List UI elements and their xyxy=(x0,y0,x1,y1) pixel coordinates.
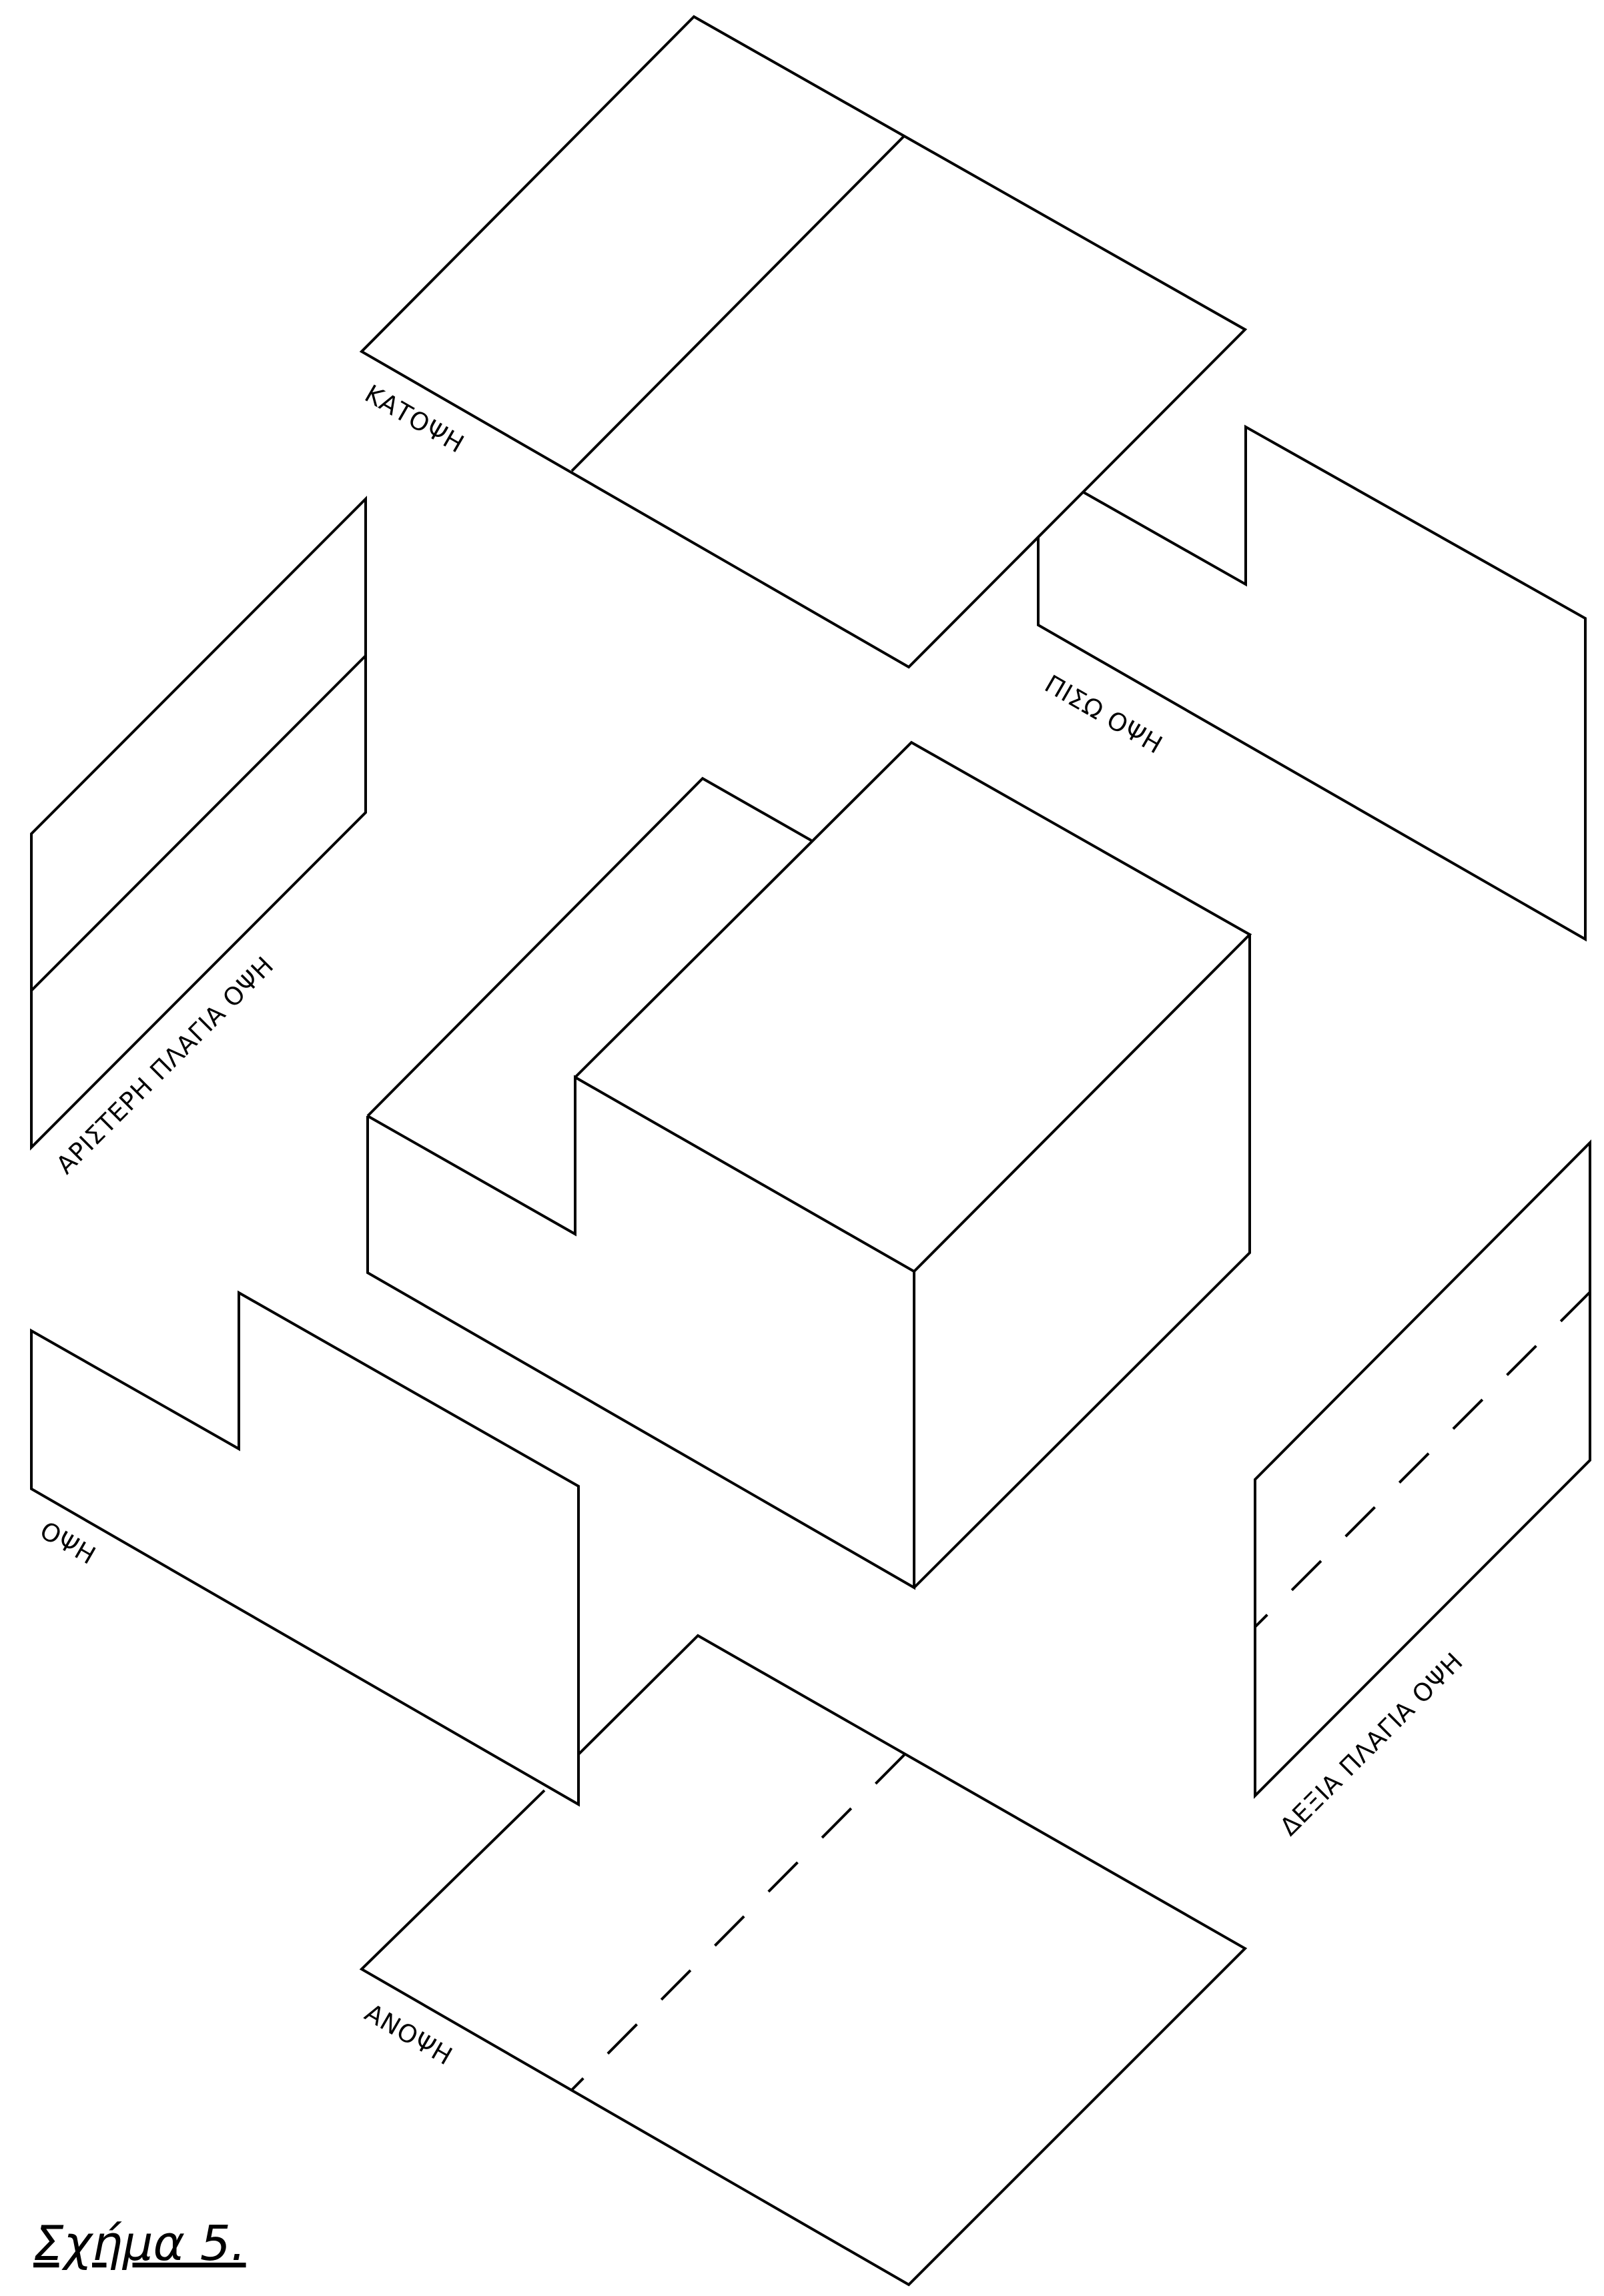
object-right-face xyxy=(913,935,1251,1589)
top-view-label: ΚΑΤΟΨΗ xyxy=(360,380,470,459)
bottom-view-outline xyxy=(359,1634,1248,2287)
left-side-view-outline xyxy=(30,496,367,1151)
back-view-outline xyxy=(1037,424,1587,942)
object-front-face xyxy=(366,1075,915,1590)
right-side-view-outline xyxy=(1254,1139,1591,1799)
figure-caption: Σχήμα 5. xyxy=(33,2215,246,2271)
right-side-view-label: ΔΕΞΙΑ ΠΛΑΓΙΑ ΟΨΗ xyxy=(1274,1647,1469,1841)
front-view-panel: ΟΨΗ xyxy=(30,1290,580,1807)
object-high-block-top xyxy=(574,740,1252,1273)
top-view-panel: ΚΑΤΟΨΗ xyxy=(359,15,1248,669)
right-side-view-panel: ΔΕΞΙΑ ΠΛΑΓΙΑ ΟΨΗ xyxy=(1254,1139,1591,1841)
left-side-view-step-line xyxy=(30,654,367,992)
right-side-view-hidden-line xyxy=(1254,1291,1591,1628)
top-view-outline xyxy=(359,15,1248,669)
left-side-view-panel: ΑΡΙΣΤΕΡΗ ΠΛΑΓΙΑ ΟΨΗ xyxy=(30,496,367,1179)
left-side-view-label: ΑΡΙΣΤΕΡΗ ΠΛΑΓΙΑ ΟΨΗ xyxy=(51,951,280,1179)
front-view-outline xyxy=(30,1290,580,1807)
isometric-object xyxy=(366,740,1252,1590)
bottom-view-hidden-line xyxy=(570,1753,906,2091)
bottom-view-panel: ΑΝΟΨΗ xyxy=(359,1634,1248,2287)
object-low-step-top xyxy=(366,776,812,1117)
top-view-step-line xyxy=(570,134,906,472)
bottom-view-label: ΑΝΟΨΗ xyxy=(360,1998,458,2071)
back-view-label: ΠΙΣΩ ΟΨΗ xyxy=(1040,670,1168,760)
